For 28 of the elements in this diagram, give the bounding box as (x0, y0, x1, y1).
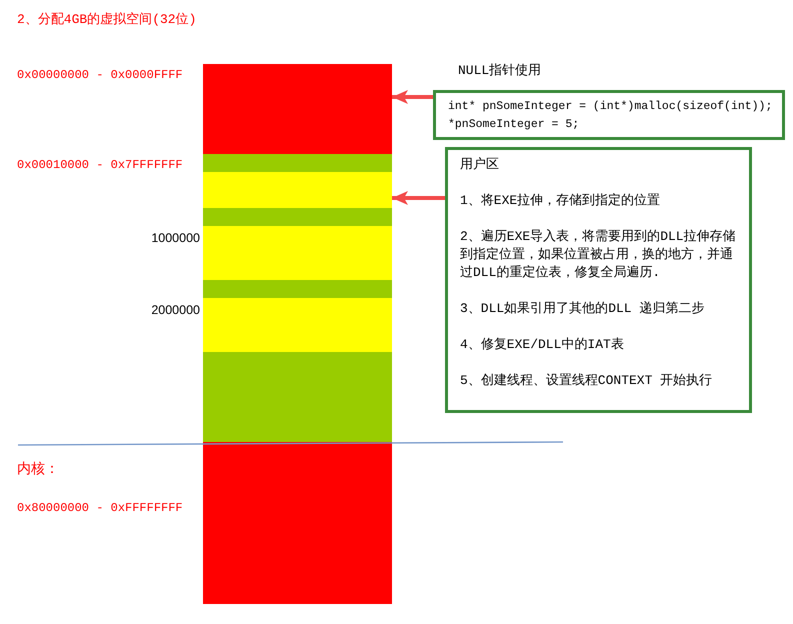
step-text: 4、修复EXE/DLL中的IAT表 (460, 336, 625, 354)
memory-band (203, 352, 392, 442)
memory-band (203, 154, 392, 172)
section-heading: 用户区 (460, 156, 499, 174)
title: 2、分配4GB的虚拟空间(32位) (17, 11, 196, 29)
code-line: int* pnSomeInteger = (int*)malloc(sizeof(int)); (448, 99, 772, 115)
address-label: 0x00010000 - 0x7FFFFFFF (17, 157, 183, 174)
memory-band (203, 280, 392, 298)
address-label: 0x80000000 - 0xFFFFFFFF (17, 500, 183, 517)
step-text: 2、遍历EXE导入表，将需要用到的DLL拉伸存储到指定位置，如果位置被占用，换的地方，并通过DLL的重定位表，修复全局遍历. (460, 228, 737, 282)
section-heading: NULL指针使用 (458, 62, 542, 80)
address-label: 2000000 (151, 302, 200, 319)
step-text: 5、创建线程、设置线程CONTEXT 开始执行 (460, 372, 714, 390)
arrow (392, 191, 445, 205)
address-label: 1000000 (151, 230, 200, 247)
text-box (445, 147, 752, 413)
memory-band (203, 226, 392, 280)
arrow (392, 90, 433, 104)
memory-band (203, 298, 392, 352)
memory-band (203, 64, 392, 154)
address-label: 0x00000000 - 0x0000FFFF (17, 67, 183, 84)
memory-band (203, 172, 392, 208)
step-text: 1、将EXE拉伸，存储到指定的位置 (460, 192, 662, 210)
region-label: 内核： (17, 461, 59, 479)
memory-band (203, 208, 392, 226)
step-text: 3、DLL如果引用了其他的DLL 递归第二步 (460, 300, 706, 318)
code-line: *pnSomeInteger = 5; (448, 117, 580, 133)
memory-band (203, 442, 392, 604)
